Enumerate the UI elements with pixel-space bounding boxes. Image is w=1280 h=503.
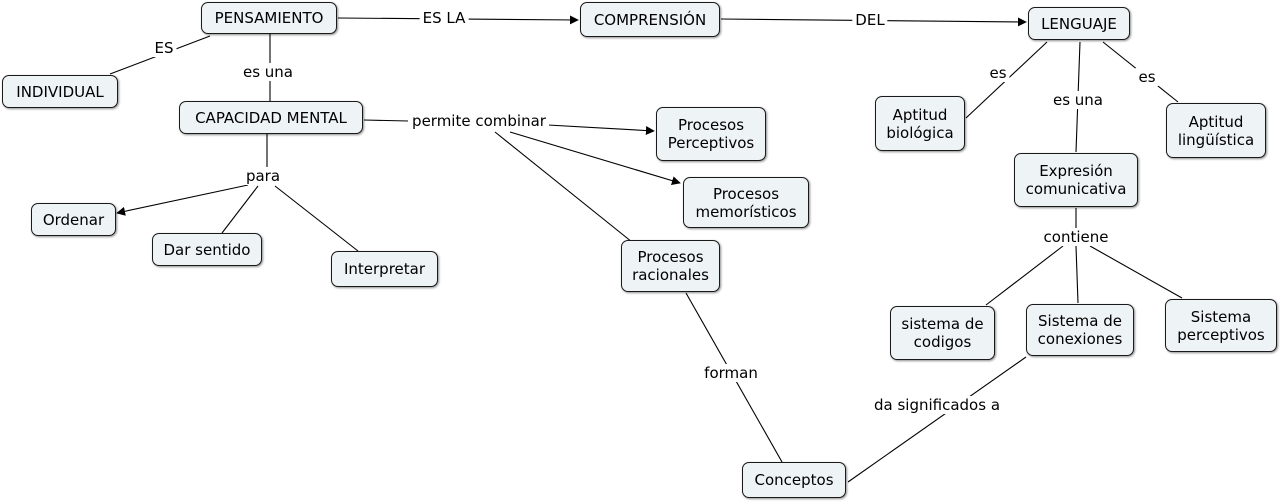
node-comprension[interactable]: COMPRENSIÓN [580, 2, 720, 37]
node-sistema-perceptivos[interactable]: Sistema perceptivos [1165, 299, 1277, 352]
node-conceptos[interactable]: Conceptos [742, 462, 846, 498]
node-individual[interactable]: INDIVIDUAL [2, 75, 118, 108]
link-label-es-la: ES LA [419, 9, 469, 27]
node-capacidad-mental[interactable]: CAPACIDAD MENTAL [179, 101, 363, 134]
link-label-contiene: contiene [1040, 228, 1112, 246]
node-sistema-codigos[interactable]: sistema de codigos [890, 306, 995, 360]
node-lenguaje[interactable]: LENGUAJE [1028, 7, 1130, 40]
link-label-es-una-expresion: es una [1049, 91, 1107, 109]
link-label-es-linguistica: es [1135, 68, 1159, 86]
node-dar-sentido[interactable]: Dar sentido [152, 233, 262, 266]
link-label-es-upper: ES [151, 39, 177, 57]
node-sistema-conexiones[interactable]: Sistema de conexiones [1026, 304, 1134, 356]
link-label-permite-combinar: permite combinar [409, 112, 549, 130]
node-procesos-perceptivos[interactable]: Procesos Perceptivos [656, 107, 766, 161]
node-procesos-racionales[interactable]: Procesos racionales [621, 240, 720, 292]
node-aptitud-linguistica[interactable]: Aptitud lingüística [1166, 103, 1266, 158]
node-ordenar[interactable]: Ordenar [31, 203, 116, 236]
node-aptitud-biologica[interactable]: Aptitud biológica [875, 96, 965, 151]
link-label-para: para [242, 167, 284, 185]
node-pensamiento[interactable]: PENSAMIENTO [201, 2, 337, 34]
node-procesos-memoristicos[interactable]: Procesos memorísticos [683, 177, 809, 228]
node-interpretar[interactable]: Interpretar [331, 251, 438, 287]
node-expresion-comunicativa[interactable]: Expresión comunicativa [1014, 153, 1138, 207]
link-label-da-significados: da significados a [870, 396, 1004, 414]
link-label-es-una: es una [239, 63, 297, 81]
link-label-es-biologica: es [986, 64, 1010, 82]
link-label-forman: forman [701, 364, 761, 382]
link-label-del: DEL [852, 11, 888, 29]
